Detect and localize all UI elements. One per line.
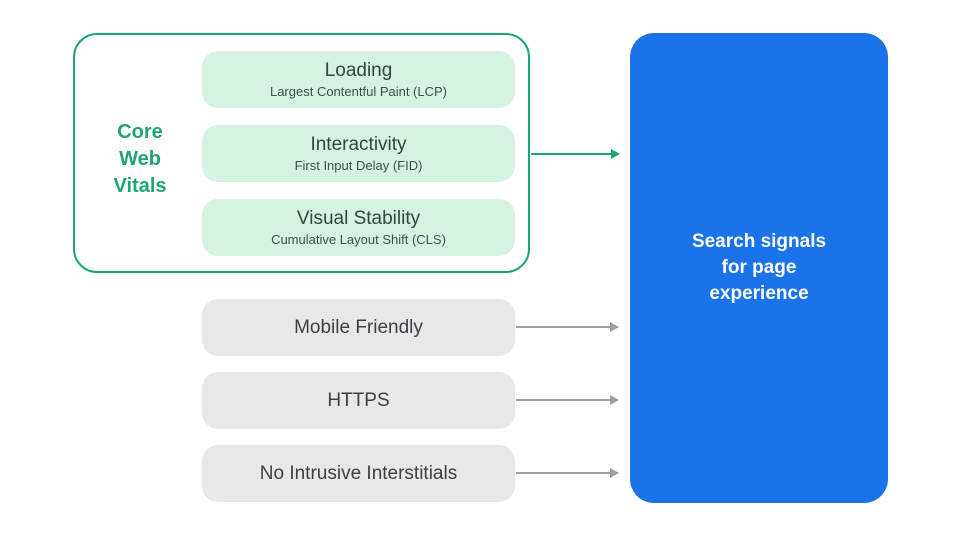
search-signals-box: Search signals for page experience <box>630 33 888 503</box>
no-intrusive-interstitials-label: No Intrusive Interstitials <box>259 462 458 484</box>
core-web-vitals-label-line1: Core <box>117 121 163 143</box>
https-arrow <box>516 395 619 405</box>
loading-subtitle: Largest Contentful Paint (LCP) <box>269 84 448 99</box>
search-signals-label: Search signals for page experience <box>692 229 826 307</box>
https-box: HTTPS <box>202 372 515 429</box>
core-web-vitals-arrow <box>531 149 620 159</box>
search-signals-line3: experience <box>709 283 809 304</box>
search-signals-line1: Search signals <box>691 231 827 252</box>
interactivity-title: Interactivity <box>310 134 407 155</box>
core-web-vitals-label: Core Web Vitals <box>100 119 180 200</box>
mobile-friendly-label: Mobile Friendly <box>294 316 423 338</box>
interactivity-box: Interactivity First Input Delay (FID) <box>202 125 515 182</box>
loading-box: Loading Largest Contentful Paint (LCP) <box>202 51 515 108</box>
no-intrusive-interstitials-arrow <box>516 468 619 478</box>
no-intrusive-interstitials-box: No Intrusive Interstitials <box>202 445 515 502</box>
search-signals-line2: for page <box>721 257 797 278</box>
core-web-vitals-label-line2: Web <box>119 148 161 170</box>
visual-stability-subtitle: Cumulative Layout Shift (CLS) <box>271 232 446 247</box>
loading-title: Loading <box>324 60 393 81</box>
visual-stability-title: Visual Stability <box>296 208 421 229</box>
interactivity-subtitle: First Input Delay (FID) <box>294 158 423 173</box>
mobile-friendly-arrow <box>516 322 619 332</box>
core-web-vitals-label-line3: Vitals <box>113 175 167 197</box>
visual-stability-box: Visual Stability Cumulative Layout Shift… <box>202 199 515 256</box>
mobile-friendly-box: Mobile Friendly <box>202 299 515 356</box>
https-label: HTTPS <box>327 389 390 411</box>
